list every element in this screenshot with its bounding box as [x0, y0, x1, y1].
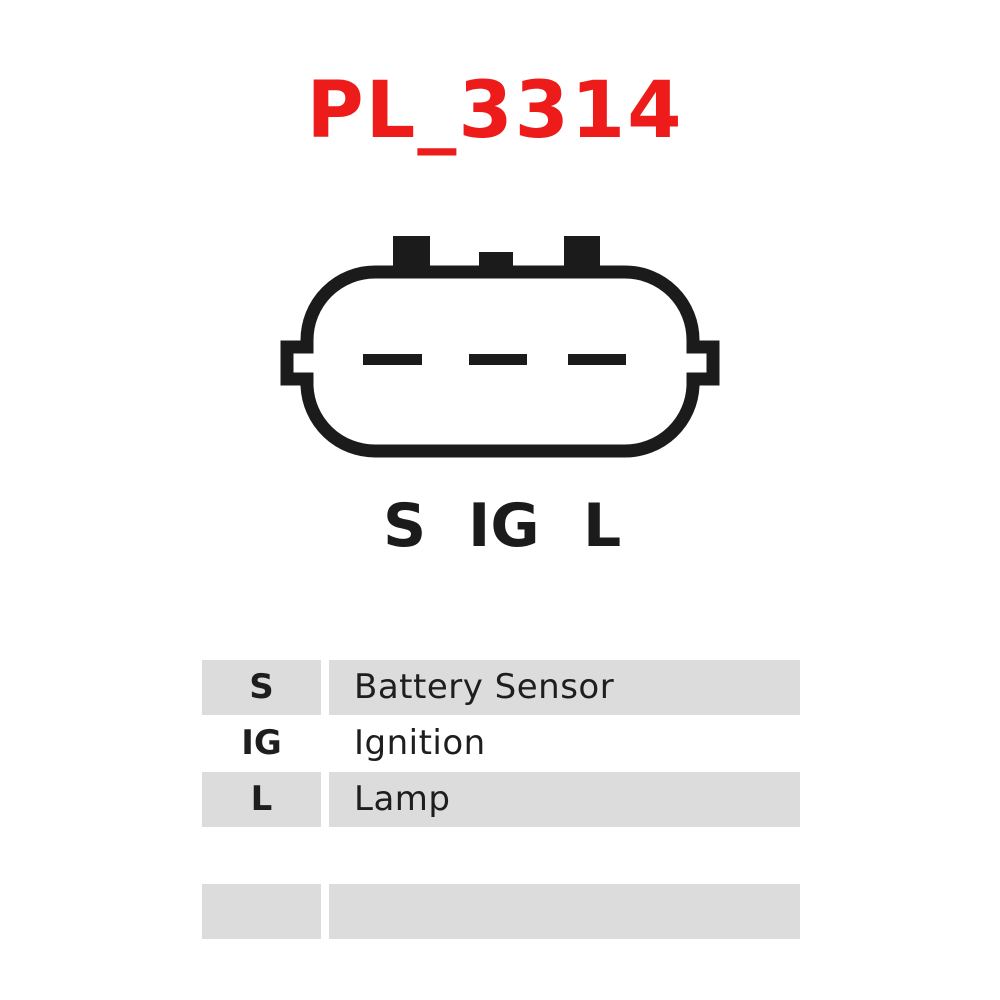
pin-code: L	[202, 772, 321, 827]
pin-code: S	[202, 660, 321, 715]
table-row	[202, 828, 800, 883]
pin-label-l: L	[583, 491, 622, 561]
table-row	[202, 884, 800, 939]
pin-description: Lamp	[329, 772, 800, 827]
table-row: L Lamp	[202, 772, 800, 827]
pin-code	[202, 884, 321, 939]
part-number-title: PL_3314	[306, 66, 684, 156]
pin-description: Ignition	[354, 723, 486, 763]
terminal-s-dash	[363, 354, 422, 365]
pin-label-ig: IG	[468, 491, 540, 561]
terminal-ig-dash	[469, 354, 527, 365]
table-row: IG Ignition	[202, 716, 800, 771]
pin-label-s: S	[383, 491, 427, 561]
connector-housing-outline	[280, 265, 720, 458]
pin-code	[202, 828, 321, 883]
table-row: S Battery Sensor	[202, 660, 800, 715]
pin-description	[329, 884, 800, 939]
pin-description: Battery Sensor	[329, 660, 800, 715]
pin-code: IG	[241, 723, 282, 763]
pin-labels: S IG L	[0, 493, 1000, 563]
terminal-l-dash	[568, 354, 626, 365]
pin-description	[329, 828, 800, 883]
